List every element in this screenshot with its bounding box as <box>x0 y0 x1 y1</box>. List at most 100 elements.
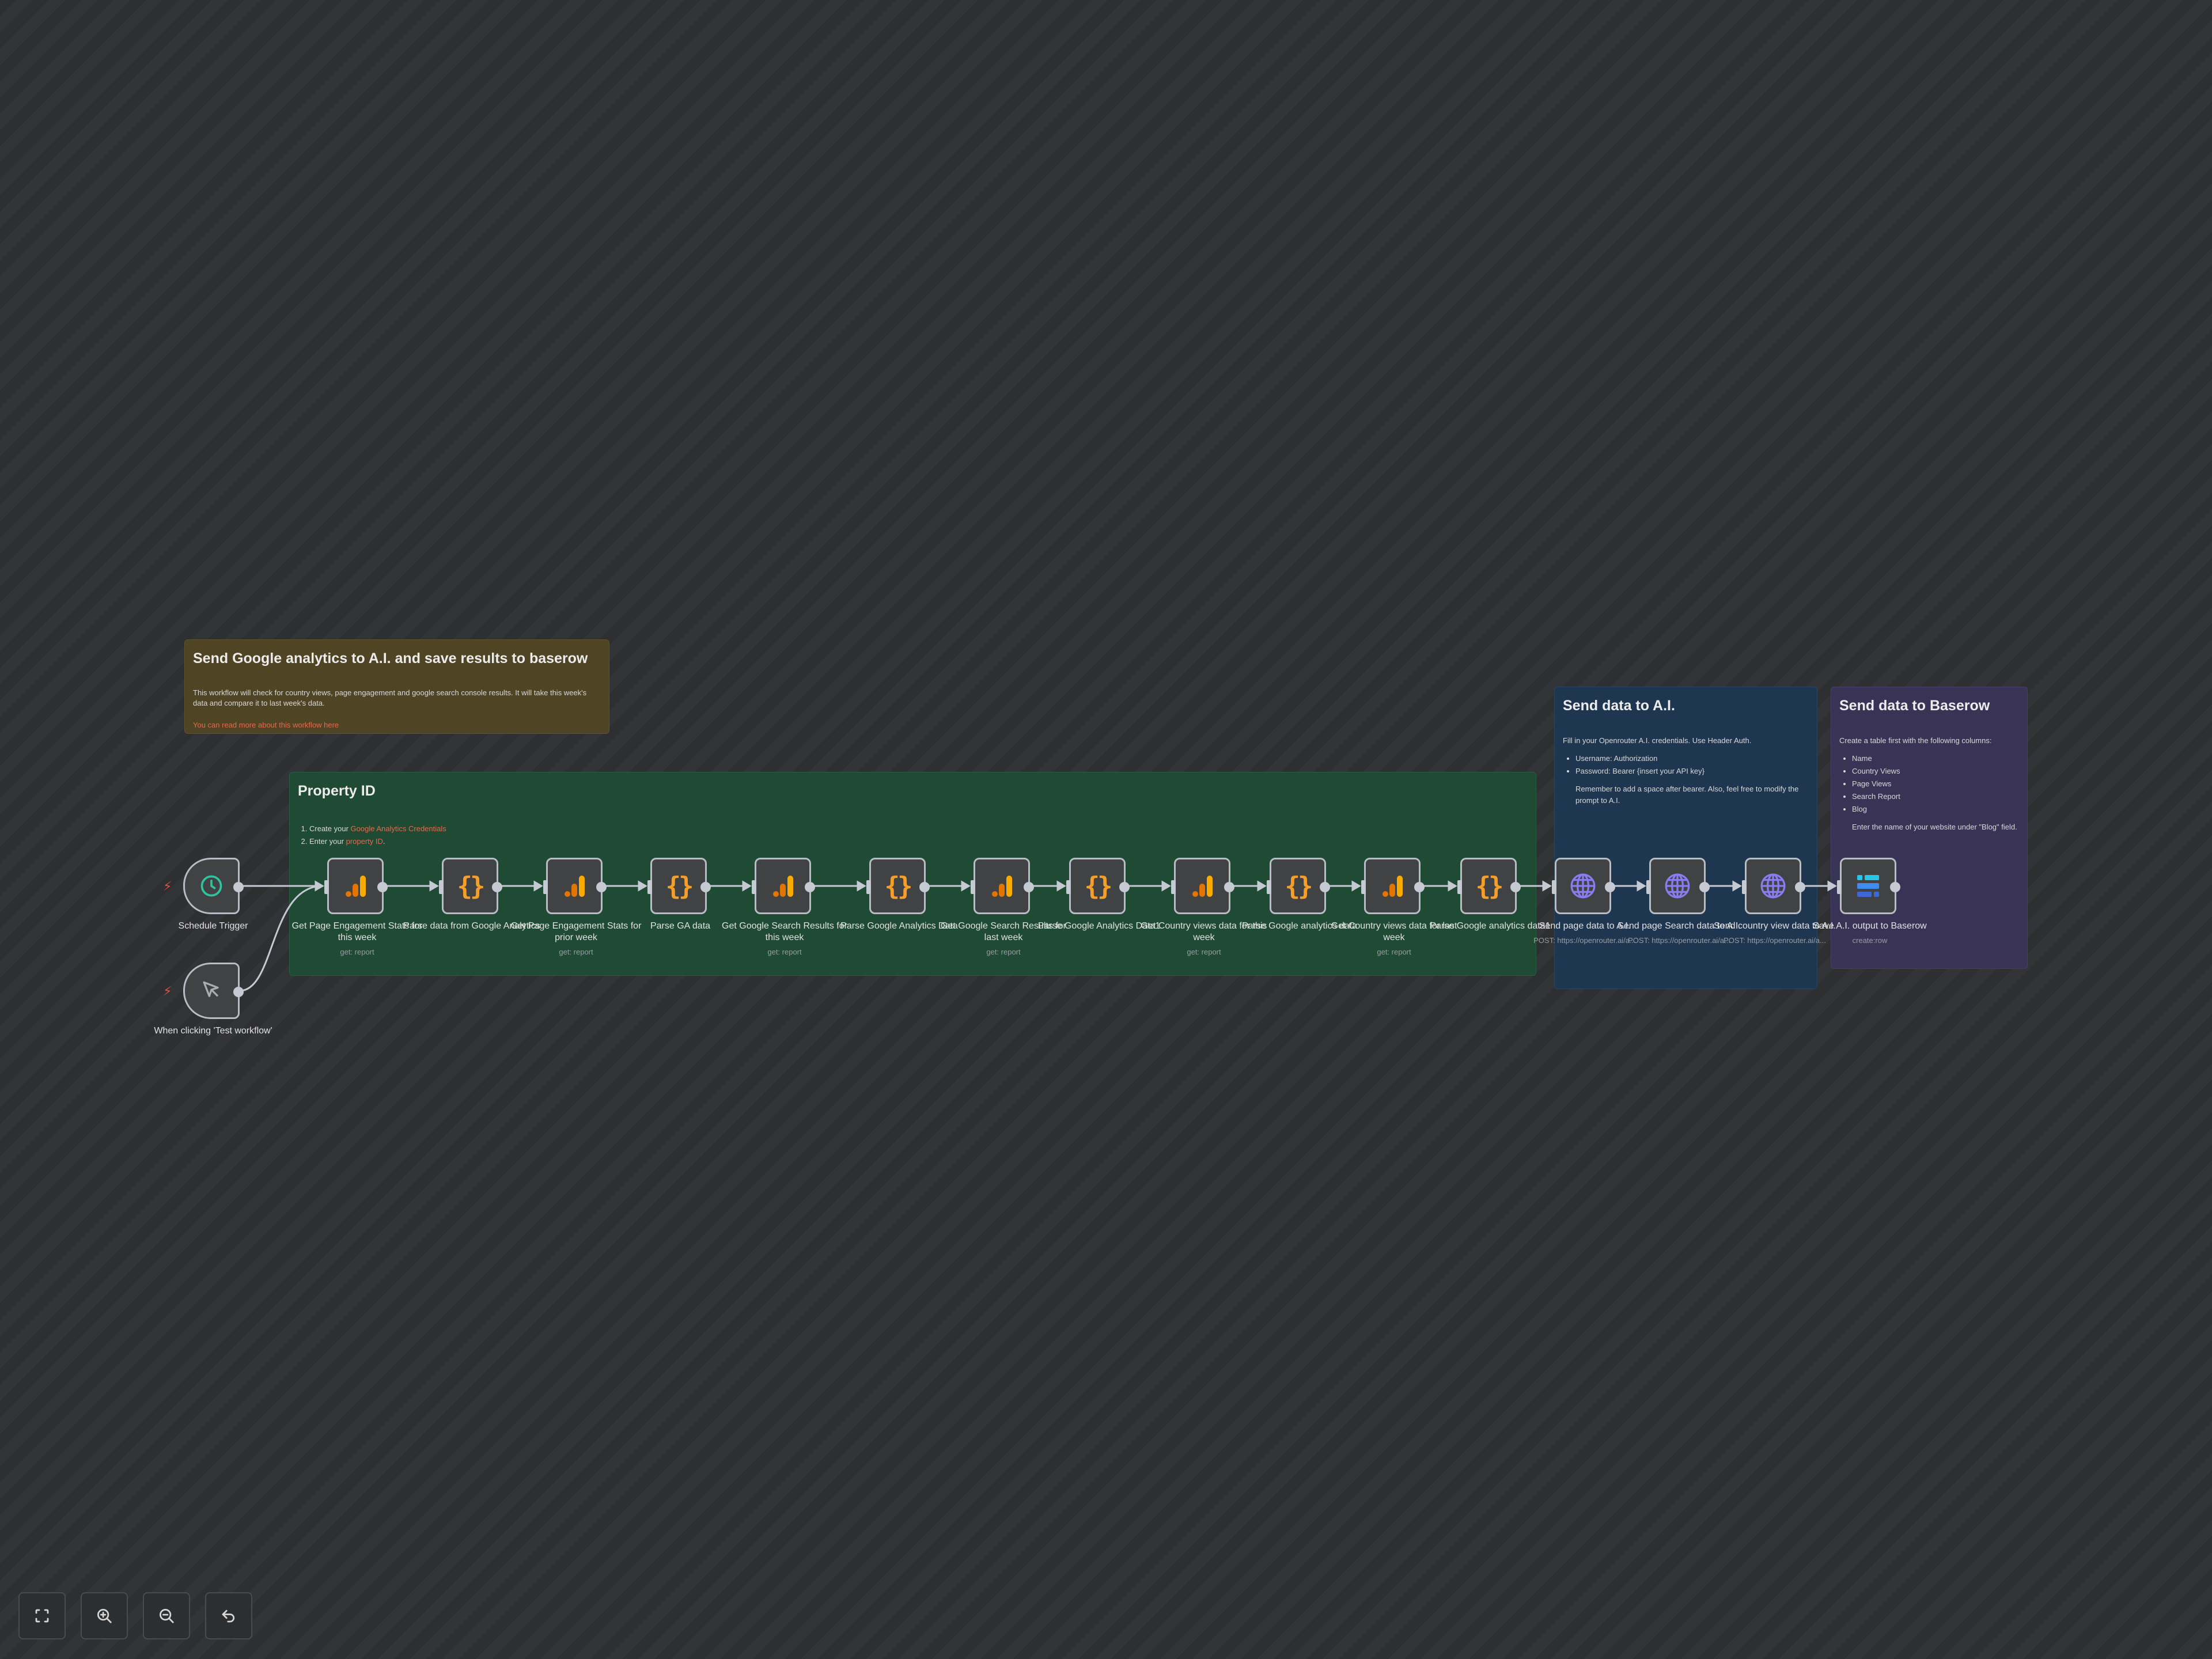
globe-icon <box>1662 871 1692 901</box>
workflow-node-n14[interactable]: Send page Search data to A.I.POST: https… <box>1618 858 1741 945</box>
note-title: Send data to A.I. <box>1563 698 1675 714</box>
reset-zoom-button[interactable] <box>205 1592 252 1639</box>
workflow-node-n4[interactable]: {} Parse GA data <box>647 858 711 931</box>
node-label: When clicking 'Test workflow' <box>154 1026 272 1036</box>
code-braces-icon: {} <box>884 871 913 901</box>
note-body: This workflow will check for country vie… <box>193 688 587 707</box>
output-handle[interactable] <box>1795 882 1805 892</box>
output-handle[interactable] <box>1024 882 1034 892</box>
credentials-link[interactable]: Google Analytics Credentials <box>350 824 446 833</box>
output-handle[interactable] <box>1890 882 1900 892</box>
property-id-link[interactable]: property ID <box>346 837 383 846</box>
input-handle[interactable] <box>1361 880 1366 894</box>
output-handle[interactable] <box>596 882 607 892</box>
sticky-note-send-to-baserow[interactable]: Send data to Baserow Create a table firs… <box>1831 687 2028 969</box>
output-handle[interactable] <box>700 882 711 892</box>
node-subtitle: get: report <box>559 948 593 956</box>
output-handle[interactable] <box>1224 882 1234 892</box>
input-handle[interactable] <box>1742 880 1747 894</box>
google-analytics-icon <box>340 871 370 901</box>
input-handle[interactable] <box>647 880 652 894</box>
workflow-node-manual[interactable]: ⚡︎ When clicking 'Test workflow' <box>154 963 272 1036</box>
input-handle[interactable] <box>1267 880 1271 894</box>
workflow-node-n12[interactable]: {}Parse Google analytics data1 <box>1430 858 1551 931</box>
node-label: Parse GA data <box>650 921 711 931</box>
zoom-out-button[interactable] <box>143 1592 190 1639</box>
node-label: Parse Google Analytics Data1 <box>1037 921 1161 931</box>
node-subtitle: get: report <box>1377 948 1411 956</box>
input-handle[interactable] <box>1171 880 1176 894</box>
undo-icon <box>222 1609 235 1623</box>
trigger-bolt-icon: ⚡︎ <box>163 984 172 998</box>
input-handle[interactable] <box>866 880 871 894</box>
input-handle[interactable] <box>1837 880 1842 894</box>
fit-view-icon <box>35 1609 49 1623</box>
bullet: Username: Authorization <box>1575 752 1809 765</box>
workflow-node-n2[interactable]: {}Parse data from Google Analytics <box>403 858 540 931</box>
workflow-node-n15[interactable]: Send country view data to A.I.POST: http… <box>1714 858 1836 945</box>
output-handle[interactable] <box>492 882 502 892</box>
output-handle[interactable] <box>1414 882 1425 892</box>
workflow-node-n10[interactable]: {}Parse Google analytics data <box>1242 858 1357 931</box>
zoom-to-fit-button[interactable] <box>18 1592 66 1639</box>
output-handle[interactable] <box>1605 882 1615 892</box>
node-subtitle: get: report <box>340 948 374 956</box>
read-more-link[interactable]: You can read more about this workflow he… <box>193 721 339 729</box>
input-handle[interactable] <box>543 880 548 894</box>
output-handle[interactable] <box>233 882 244 892</box>
zoom-in-icon <box>97 1609 112 1623</box>
input-handle[interactable] <box>1066 880 1071 894</box>
node-label: Parse data from Google Analytics <box>403 921 540 931</box>
workflow-node-schedule[interactable]: ⚡︎ Schedule Trigger <box>163 858 248 931</box>
canvas-controls <box>18 1592 252 1639</box>
input-handle[interactable] <box>1552 880 1556 894</box>
globe-icon <box>1758 871 1788 901</box>
input-handle[interactable] <box>1457 880 1462 894</box>
node-label: Send page data to A.I.POST: https://open… <box>1516 921 1653 946</box>
workflow-node-n3[interactable]: Get Page Engagement Stats for prior week… <box>511 858 641 956</box>
output-handle[interactable] <box>919 882 930 892</box>
bullet: Password: Bearer {insert your API key} <box>1575 765 1809 778</box>
node-label: Parse Google analytics data1 <box>1430 921 1551 931</box>
input-handle[interactable] <box>752 880 756 894</box>
output-handle[interactable] <box>1510 882 1521 892</box>
bullet: Search Report <box>1852 790 2019 803</box>
output-handle[interactable] <box>233 987 244 997</box>
globe-icon <box>1568 871 1598 901</box>
output-handle[interactable] <box>1119 882 1130 892</box>
input-handle[interactable] <box>971 880 975 894</box>
note-title: Property ID <box>298 783 376 799</box>
output-handle[interactable] <box>1699 882 1710 892</box>
node-subtitle: POST: https://openrouter.ai/a... <box>1628 936 1730 945</box>
zoom-in-button[interactable] <box>81 1592 128 1639</box>
sticky-note-send-to-ai[interactable]: Send data to A.I. Fill in your Openroute… <box>1554 687 1817 989</box>
output-handle[interactable] <box>805 882 815 892</box>
workflow-node-n6[interactable]: {}Parse Google Analytics Data <box>840 858 958 931</box>
note-title: Send data to Baserow <box>1839 698 1990 714</box>
note-text: Enter the name of your website under "Bl… <box>1852 823 2017 831</box>
workflow-node-n13[interactable]: Send page data to A.I.POST: https://open… <box>1533 858 1636 945</box>
code-braces-icon: {} <box>665 871 694 901</box>
input-handle[interactable] <box>439 880 444 894</box>
google-analytics-icon <box>1187 871 1217 901</box>
sticky-note-workflow-description[interactable]: Send Google analytics to A.I. and save r… <box>184 639 609 734</box>
output-handle[interactable] <box>377 882 388 892</box>
node-label: Schedule Trigger <box>178 921 248 931</box>
bullet: Page Views <box>1852 778 2019 790</box>
input-handle[interactable] <box>324 880 329 894</box>
zoom-out-icon <box>160 1609 174 1623</box>
input-handle[interactable] <box>1646 880 1651 894</box>
workflow-node-n8[interactable]: {}Parse Google Analytics Data1 <box>1038 858 1160 931</box>
trigger-bolt-icon: ⚡︎ <box>163 879 172 893</box>
output-handle[interactable] <box>1320 882 1330 892</box>
